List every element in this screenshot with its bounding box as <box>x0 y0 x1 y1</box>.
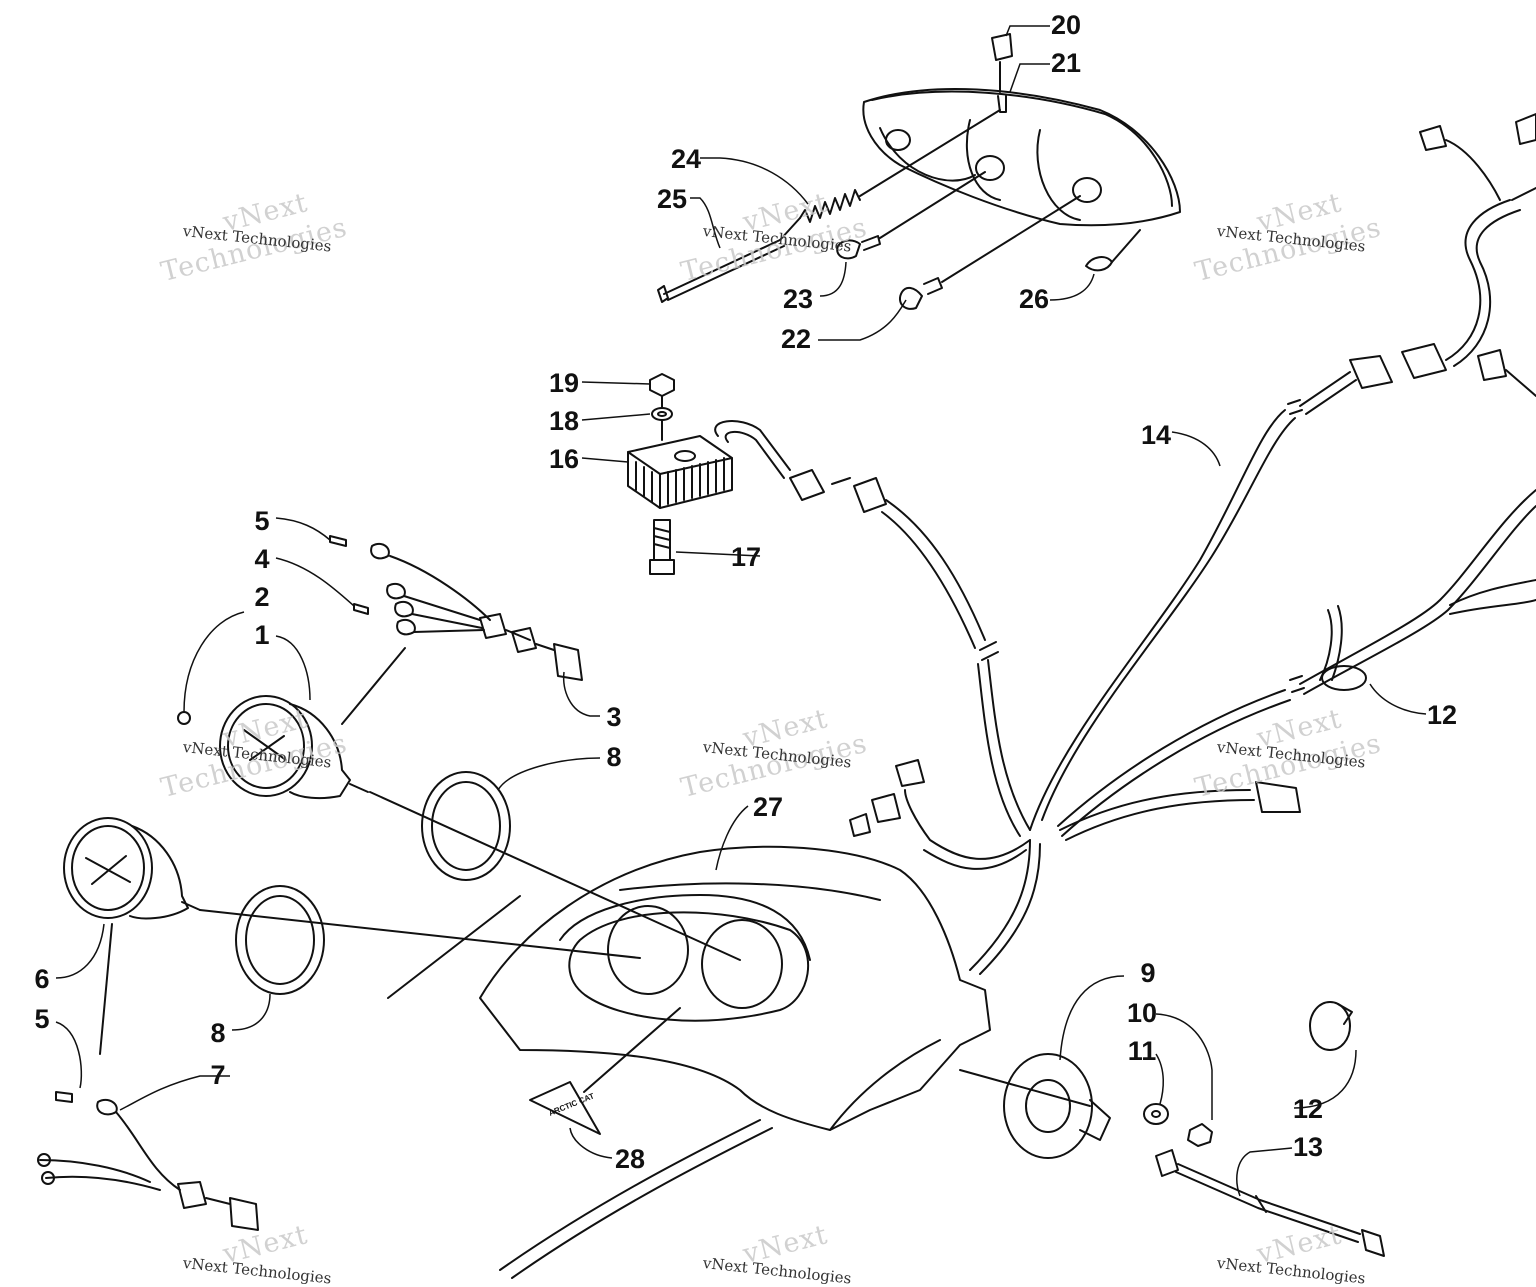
callout-5b: 5 <box>34 1004 50 1034</box>
dash-panel-27 <box>480 847 990 1130</box>
callout-14: 14 <box>1140 420 1172 450</box>
callout-7: 7 <box>210 1060 226 1090</box>
callout-4: 4 <box>254 544 270 574</box>
callout-19: 19 <box>548 368 580 398</box>
gauge-bezel-8b <box>236 886 324 994</box>
gauge-6 <box>64 818 200 1054</box>
callout-20: 20 <box>1050 10 1082 40</box>
leader-lines <box>56 26 1426 1196</box>
callout-22: 22 <box>780 324 812 354</box>
lower-harness <box>500 1120 772 1278</box>
callout-27: 27 <box>752 792 784 822</box>
callout-16: 16 <box>548 444 580 474</box>
callout-10: 10 <box>1126 998 1158 1028</box>
leader-bracket <box>388 896 520 998</box>
callout-5a: 5 <box>254 506 270 536</box>
decal-28 <box>530 1008 680 1134</box>
callout-3: 3 <box>606 702 622 732</box>
headlight-clip-20 <box>992 34 1012 92</box>
switch-9 <box>960 1054 1110 1158</box>
cable-clamp-12b <box>1310 1002 1352 1050</box>
callout-2: 2 <box>254 582 270 612</box>
gauge-harness-3 <box>330 536 582 680</box>
callout-25: 25 <box>656 184 688 214</box>
nut-10 <box>1188 1124 1212 1146</box>
main-wiring-harness-14 <box>850 114 1536 974</box>
callout-1: 1 <box>254 620 270 650</box>
regulator-harness <box>715 421 985 648</box>
leader-to-dash-a <box>370 792 740 960</box>
callout-28: 28 <box>614 1144 646 1174</box>
callout-12a: 12 <box>1426 700 1458 730</box>
gauge-bezel-8a <box>422 772 510 880</box>
callout-8a: 8 <box>606 742 622 772</box>
callout-18: 18 <box>548 406 580 436</box>
callout-24: 24 <box>670 144 702 174</box>
callout-12b: 12 <box>1292 1094 1324 1124</box>
bolt-17 <box>650 520 674 574</box>
leader-to-dash-b <box>200 910 640 958</box>
headlight-housing <box>863 89 1180 225</box>
adjuster-spring-24 <box>800 110 1000 222</box>
adjuster-screw-25 <box>658 218 800 302</box>
callout-13: 13 <box>1292 1132 1324 1162</box>
voltage-regulator-16 <box>628 436 732 508</box>
callout-23: 23 <box>782 284 814 314</box>
callout-9: 9 <box>1140 958 1156 988</box>
gauge-harness-7 <box>38 1092 258 1230</box>
callout-11: 11 <box>1127 1036 1157 1066</box>
bulb-socket-23 <box>837 172 985 258</box>
washer-11 <box>1144 1104 1168 1124</box>
cable-13 <box>1156 1150 1384 1256</box>
callout-17: 17 <box>730 542 762 572</box>
washer-18 <box>652 408 672 440</box>
callout-8b: 8 <box>210 1018 226 1048</box>
callout-21: 21 <box>1050 48 1082 78</box>
gauge-1 <box>178 648 405 798</box>
retaining-clip-26 <box>1086 230 1140 270</box>
bulb-socket-22 <box>900 196 1080 309</box>
cable-clamp-12a <box>1320 606 1366 690</box>
callout-26: 26 <box>1018 284 1050 314</box>
nut-19 <box>650 374 674 408</box>
callout-6: 6 <box>34 964 50 994</box>
